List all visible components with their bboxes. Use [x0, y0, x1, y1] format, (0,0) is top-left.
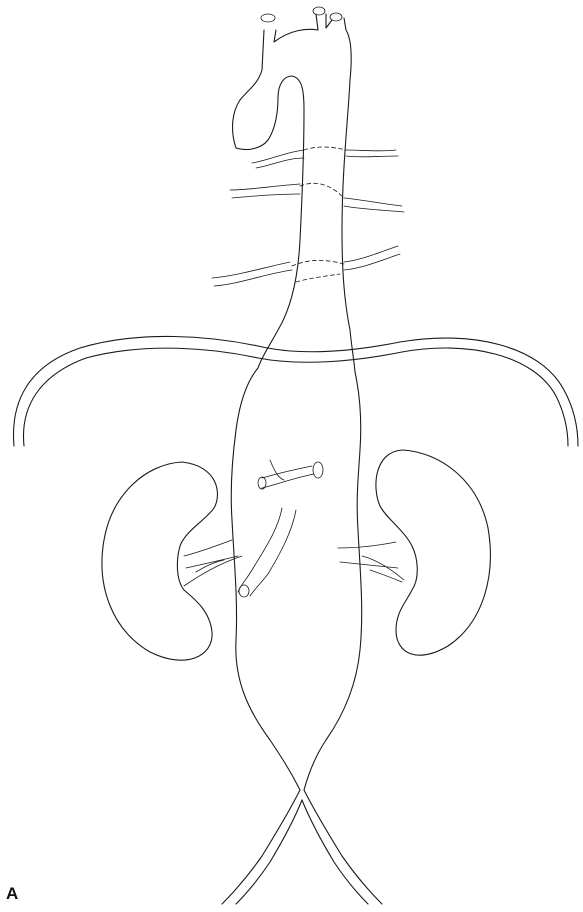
intercostal-arteries — [212, 147, 404, 286]
left-kidney — [102, 462, 242, 660]
diaphragm — [14, 336, 578, 446]
aortic-arch — [233, 7, 355, 372]
panel-label: A — [6, 884, 18, 904]
visceral-branches — [238, 460, 323, 597]
right-kidney — [338, 450, 490, 655]
abdominal-aorta — [222, 368, 382, 904]
